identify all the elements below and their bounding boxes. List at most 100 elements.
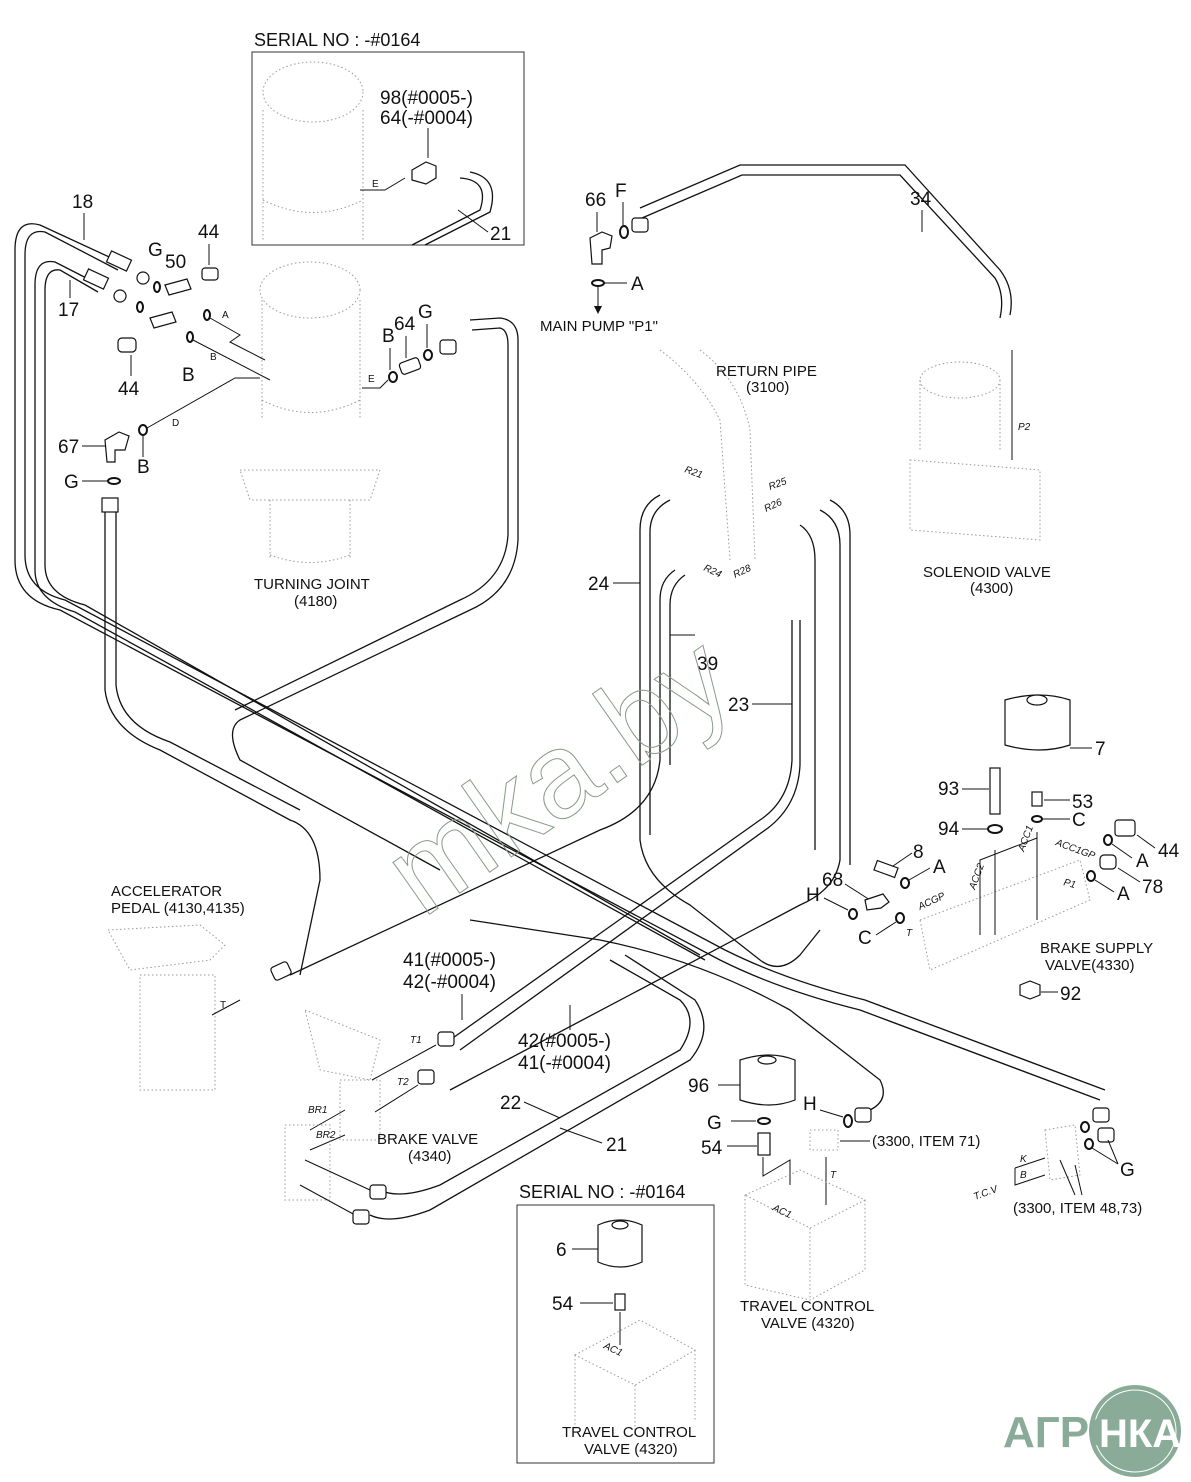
inset-serial-bottom: SERIAL NO : -#0164 6 54 AC1 TRAVEL CONTR… — [516, 1182, 715, 1464]
callout-6: 6 — [556, 1240, 567, 1261]
elbow-fitting-67 — [104, 431, 130, 463]
callout-92: 92 — [1060, 984, 1081, 1005]
tee-fitting-68 — [864, 893, 890, 911]
port-P2: P2 — [1018, 422, 1031, 433]
port-R24: R24 — [702, 563, 724, 581]
logo-circle — [1089, 1385, 1181, 1477]
arrow-down-icon — [594, 306, 602, 314]
port-BR2: BR2 — [316, 1130, 336, 1141]
fittings-cluster-left: 18 17 G 50 44 44 A B B 67 D B G — [58, 192, 271, 513]
hose-nut-br1 — [369, 1184, 387, 1200]
callout-B-67: B — [137, 457, 150, 478]
port-B: B — [210, 352, 217, 363]
callout-H-tcv: H — [803, 1094, 817, 1115]
travel-control-valve: 96 G 54 H (3300, ITEM 71) T AC1 TRAVEL C… — [688, 1054, 980, 1332]
port-P1: P1 — [1062, 877, 1077, 891]
nut-92 — [1019, 980, 1041, 1000]
oring-F — [619, 225, 629, 239]
oring-G-a — [153, 281, 161, 293]
port-R26: R26 — [763, 497, 785, 515]
solenoid-valve: P2 SOLENOID VALVE (4300) — [909, 350, 1051, 597]
port-T2: T2 — [397, 1077, 409, 1088]
callout-B-left: B — [182, 365, 195, 386]
plug-44-right — [1114, 819, 1136, 837]
sensor-8 — [873, 859, 899, 879]
callout-96: 96 — [688, 1076, 709, 1097]
tee-fitting-50a — [164, 278, 192, 296]
tcv-connection-right: G K B T.C.V (3300, ITEM 48,73) — [972, 1107, 1142, 1217]
oring-A-pump — [591, 279, 605, 287]
callout-C-68: C — [858, 928, 872, 949]
elbow-fitting-66 — [589, 231, 613, 265]
port-T1: T1 — [410, 1035, 422, 1046]
port-D: D — [172, 418, 179, 429]
inset-serial-top: SERIAL NO : -#0164 98(#0005-) 64(-#0004)… — [251, 30, 525, 246]
callout-64: 64 — [394, 314, 416, 335]
callout-78: 78 — [1142, 877, 1163, 898]
main-pump-connection: 66 F A MAIN PUMP "P1" 34 — [540, 181, 932, 335]
inset-top-title: SERIAL NO : -#0164 — [254, 30, 420, 50]
callout-A-8: A — [933, 857, 946, 878]
port-T-bsv: T — [906, 928, 913, 939]
hose-network — [14, 164, 1106, 1220]
hose-nut-64 — [439, 339, 457, 355]
callout-44-top: 44 — [198, 222, 220, 243]
callout-17: 17 — [58, 300, 79, 321]
accumulator-7 — [1004, 694, 1071, 751]
port-AC1-inset: AC1 — [601, 1340, 624, 1359]
inset-tcv-label-2: VALVE (4320) — [584, 1441, 678, 1458]
fitting-54-inset — [614, 1293, 626, 1311]
logo-text-left: АГРО — [1003, 1408, 1123, 1457]
turning-joint-ghost-inset — [262, 61, 364, 240]
brake-valve: 41(#0005-) 42(-#0004) 42(#0005-) 41(-#00… — [284, 950, 627, 1225]
callout-G-96: G — [707, 1113, 722, 1134]
brake-supply-label-2: VALVE(4330) — [1045, 957, 1135, 974]
oring-H-68 — [848, 908, 858, 920]
callout-44-bottom: 44 — [118, 379, 140, 400]
brake-valve-label-2: (4340) — [408, 1148, 451, 1165]
tee-fitting-50b — [149, 311, 177, 329]
callout-50: 50 — [165, 252, 186, 273]
port-R28: R28 — [732, 563, 754, 581]
callout-66: 66 — [585, 190, 606, 211]
callout-G-64: G — [418, 302, 433, 323]
port-A: A — [222, 310, 229, 321]
brake-supply-valve: 7 93 53 94 C ACC1 ACC2 ACC1GP P1 ACGP 44… — [806, 694, 1180, 1005]
hose-nut-t1 — [437, 1031, 455, 1047]
oring-C — [1031, 815, 1043, 823]
oring-A-8 — [900, 877, 910, 889]
hose-nut-t2 — [417, 1069, 435, 1085]
nut-18 — [136, 271, 150, 285]
plug-44-top — [201, 267, 219, 281]
elbow-fitting-98 — [411, 161, 437, 185]
callout-41b: 41(-#0004) — [518, 1053, 611, 1074]
callout-98: 98(#0005-) — [380, 88, 473, 109]
port-E: E — [368, 374, 375, 385]
port-T-tcv: T — [830, 1170, 837, 1181]
callout-22: 22 — [500, 1093, 521, 1114]
callout-67: 67 — [58, 437, 79, 458]
callout-93: 93 — [938, 779, 959, 800]
callout-64-inset: 64(-#0004) — [380, 108, 473, 129]
adapter-64 — [398, 357, 422, 375]
fitting-53 — [1031, 791, 1043, 807]
port-E-inset: E — [372, 179, 379, 190]
callout-21-inset: 21 — [490, 224, 511, 245]
callout-G-tcv: G — [1120, 1160, 1135, 1181]
hose-nut-tcv-b — [1097, 1127, 1115, 1143]
callout-A-pump: A — [631, 274, 644, 295]
turning-joint: TURNING JOINT (4180) E B 64 G — [239, 261, 457, 610]
oring-B — [186, 331, 194, 343]
port-T-pedal: T — [220, 1000, 226, 1011]
accumulator-6 — [597, 1219, 643, 1268]
port-ACGP: ACGP — [916, 891, 948, 914]
turning-joint-label-2: (4180) — [294, 593, 337, 610]
nut-17 — [113, 289, 127, 303]
solenoid-valve-label-2: (4300) — [970, 580, 1013, 597]
port-B-tcv: B — [1020, 1170, 1027, 1181]
callout-C: C — [1072, 810, 1086, 831]
hose-nut-34 — [631, 217, 649, 233]
plug-78 — [1099, 854, 1117, 870]
inset-bottom-frame — [516, 1204, 715, 1464]
turning-joint-label-1: TURNING JOINT — [254, 576, 370, 593]
